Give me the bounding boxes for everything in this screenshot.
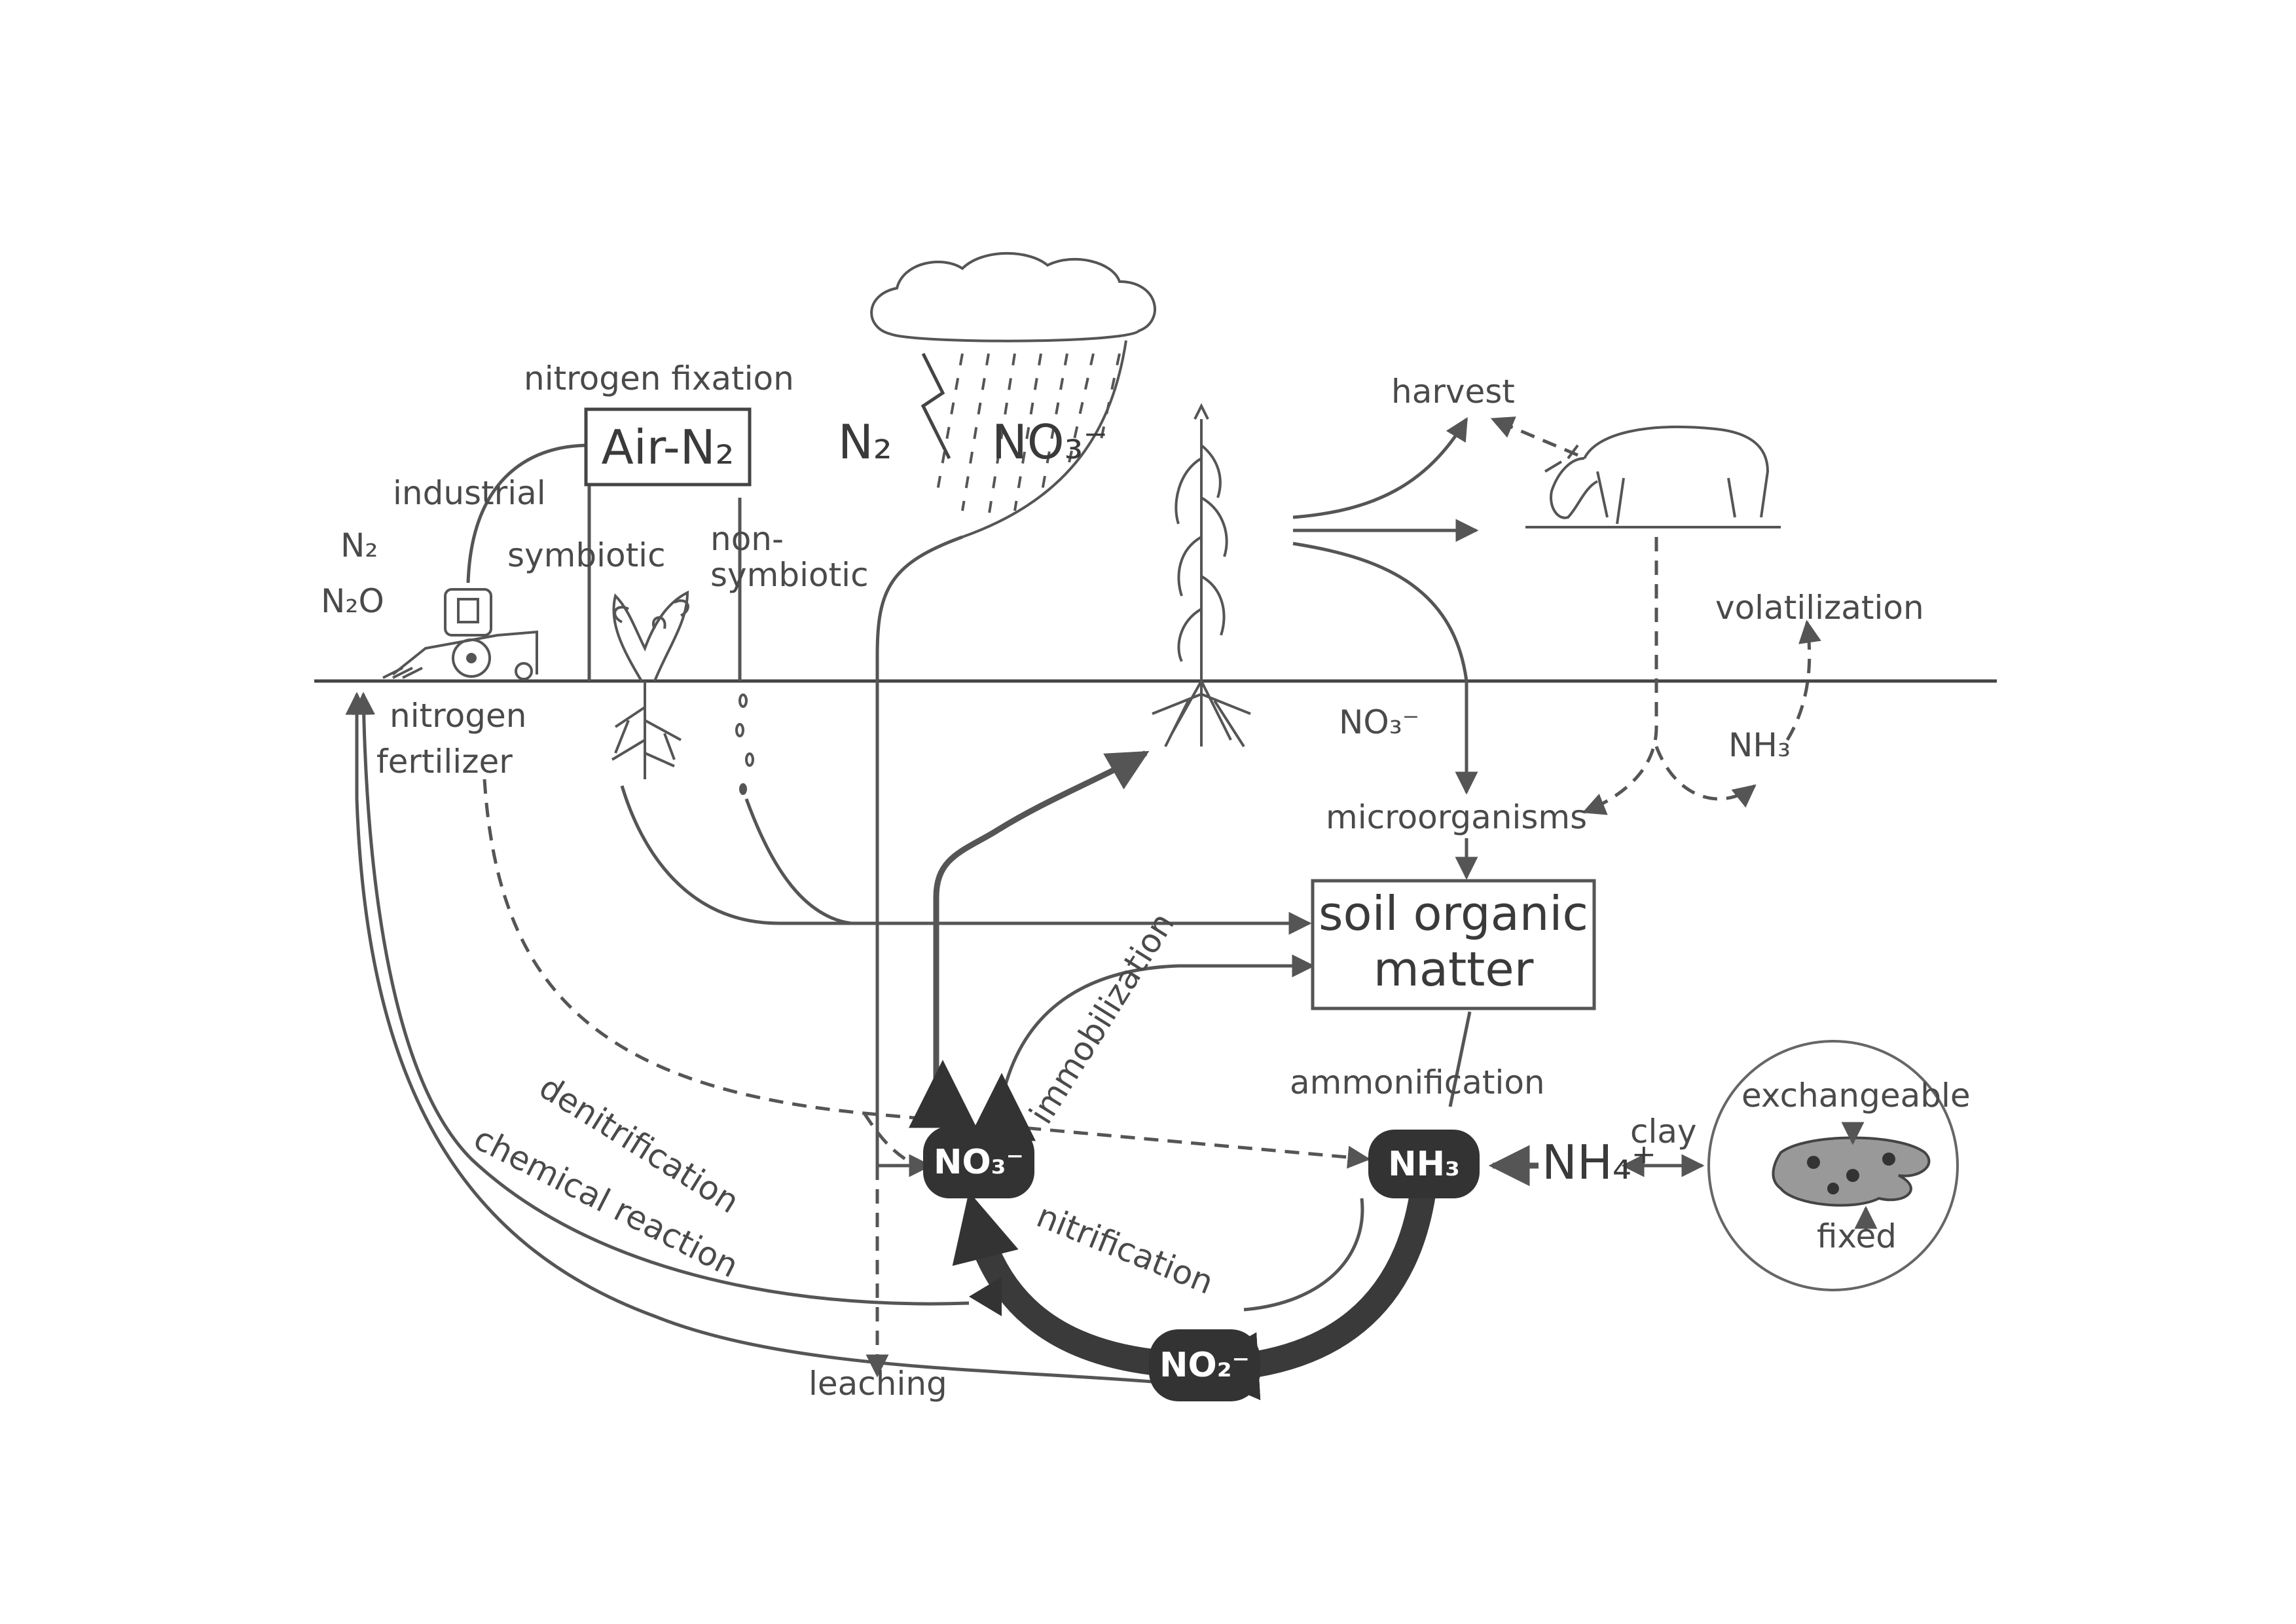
n2o-label: N₂O (321, 582, 384, 620)
rain-cloud-icon (870, 251, 1156, 538)
air-n2-box (584, 407, 752, 487)
clay-label: clay (1630, 1113, 1697, 1151)
fixed-label: fixed (1817, 1217, 1897, 1255)
no3-soil-label: NO₃⁻ (1339, 703, 1419, 741)
svg-text:NH₃: NH₃ (1388, 1145, 1460, 1184)
non-symbiotic-label-1: non- (710, 520, 784, 558)
svg-text:NO₂⁻: NO₂⁻ (1159, 1346, 1250, 1385)
nitrification-label: nitrification (1032, 1196, 1219, 1302)
soil-organic-matter-box (1311, 879, 1596, 1010)
soil-organic-matter-label-1: soil organic (1319, 886, 1588, 941)
no3-node: NO₃⁻ (923, 1126, 1034, 1198)
nitrogen-fertilizer-label-1: nitrogen (390, 697, 526, 735)
microorganisms-label: microorganisms (1326, 798, 1587, 836)
n2-label: N₂ (340, 526, 378, 564)
volatilization-label: volatilization (1715, 589, 1924, 627)
svg-text:NO₃⁻: NO₃⁻ (934, 1143, 1024, 1182)
no2-node: NO₂⁻ (1149, 1329, 1260, 1401)
non-symbiotic-label-2: symbiotic (710, 556, 869, 594)
immobilization-label: immobilization (1022, 906, 1182, 1131)
air-n2-label: Air-N₂ (602, 420, 735, 475)
soil-organic-matter-label-2: matter (1374, 942, 1534, 997)
nitrogen-fixation-label: nitrogen fixation (524, 360, 794, 397)
exchangeable-label: exchangeable (1741, 1077, 1971, 1115)
nh4-label: NH₄⁺ (1542, 1135, 1656, 1190)
nitrogen-fertilizer-label-2: fertilizer (376, 743, 513, 781)
clay-particle-icon (1707, 1040, 1959, 1291)
legume-plant-icon (611, 590, 689, 779)
tractor-icon (382, 588, 538, 680)
symbiotic-label: symbiotic (507, 536, 666, 574)
lightning-n2-label: N₂ (838, 415, 892, 470)
nh3-soil-label: NH₃ (1728, 726, 1791, 764)
nh3-node: NH₃ (1368, 1130, 1480, 1198)
industrial-label: industrial (393, 474, 546, 512)
leaching-label: leaching (809, 1365, 947, 1403)
lightning-no3-label: NO₃⁻ (992, 415, 1108, 470)
harvest-label: harvest (1391, 373, 1515, 411)
corn-plant-icon (1152, 403, 1251, 748)
ammonification-label: ammonification (1290, 1063, 1545, 1101)
soil-bacteria-icon (735, 693, 754, 795)
cow-icon (1525, 426, 1781, 528)
